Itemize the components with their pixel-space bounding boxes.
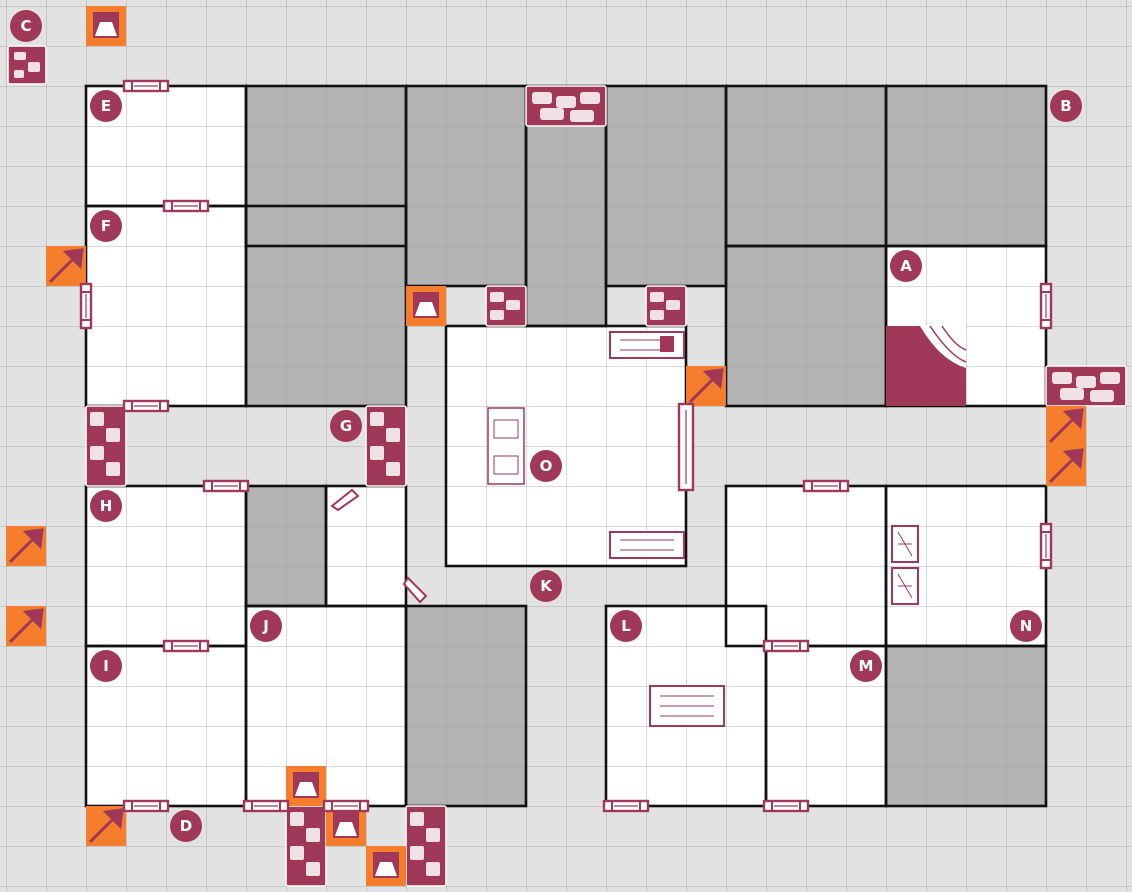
room-label-f: F <box>101 217 111 235</box>
room-marker-f[interactable]: F <box>90 210 122 242</box>
trapdoor-icon[interactable] <box>86 6 126 46</box>
room-label-j: J <box>262 617 269 635</box>
room-marker-b[interactable]: B <box>1050 90 1082 122</box>
stairs-icon[interactable] <box>886 325 967 406</box>
room-marker-e[interactable]: E <box>90 90 122 122</box>
stone-pillar-icon <box>7 45 47 85</box>
room-label-h: H <box>100 497 113 515</box>
lever-icon[interactable] <box>330 488 360 512</box>
room-marker-i[interactable]: I <box>90 650 122 682</box>
room-marker-c[interactable]: C <box>10 10 42 42</box>
door-icon[interactable] <box>122 79 170 93</box>
table-icon[interactable] <box>609 531 685 559</box>
room-label-m: M <box>859 657 874 675</box>
door-icon[interactable] <box>162 639 210 653</box>
room-label-e: E <box>101 97 111 115</box>
door-icon[interactable] <box>79 282 93 330</box>
door-icon[interactable] <box>802 479 850 493</box>
room-marker-h[interactable]: H <box>90 490 122 522</box>
door-icon[interactable] <box>162 199 210 213</box>
table-icon[interactable] <box>609 331 685 359</box>
room-marker-l[interactable]: L <box>610 610 642 642</box>
dart-traps <box>6 246 1086 846</box>
edge-ticks-bottom <box>0 887 1132 892</box>
room-label-n: N <box>1020 617 1033 635</box>
door-icon[interactable] <box>322 799 370 813</box>
dart-trap-icon[interactable] <box>86 806 126 846</box>
lever-icon[interactable] <box>402 576 428 604</box>
dart-trap-icon[interactable] <box>686 366 726 406</box>
door-icon[interactable] <box>1039 522 1053 570</box>
door-icon[interactable] <box>122 399 170 413</box>
trapdoor-icon[interactable] <box>406 286 446 326</box>
lever-icon[interactable] <box>677 402 695 492</box>
room-marker-m[interactable]: M <box>850 650 882 682</box>
crates <box>891 525 919 605</box>
trapdoor-icon[interactable] <box>326 806 366 846</box>
room-marker-k[interactable]: K <box>530 570 562 602</box>
room-label-o: O <box>540 457 553 475</box>
room-label-b: B <box>1060 97 1071 115</box>
room-label-c: C <box>20 17 31 35</box>
trapdoor-icon[interactable] <box>366 846 406 886</box>
room-marker-n[interactable]: N <box>1010 610 1042 642</box>
room-label-d: D <box>180 817 192 835</box>
trapdoors <box>86 6 446 886</box>
dart-trap-icon[interactable] <box>1046 446 1086 486</box>
table-icon[interactable] <box>487 407 525 485</box>
dart-trap-icon[interactable] <box>6 526 46 566</box>
tables <box>487 331 725 727</box>
door-icon[interactable] <box>762 639 810 653</box>
door-icon[interactable] <box>1039 282 1053 330</box>
table-icon[interactable] <box>649 685 725 727</box>
room-label-l: L <box>621 617 631 635</box>
trapdoor-icon[interactable] <box>286 766 326 806</box>
edge-ticks-top <box>0 0 1132 5</box>
room-marker-g[interactable]: G <box>330 410 362 442</box>
dart-trap-icon[interactable] <box>6 606 46 646</box>
door-icon[interactable] <box>602 799 650 813</box>
crate-icon[interactable] <box>891 525 919 563</box>
room-label-i: I <box>103 657 109 675</box>
door-icon[interactable] <box>202 479 250 493</box>
room-markers: A B C D E F G H I J K L M N O <box>10 10 1082 842</box>
door-icon[interactable] <box>122 799 170 813</box>
room-marker-o[interactable]: O <box>530 450 562 482</box>
dart-trap-icon[interactable] <box>1046 406 1086 446</box>
room-marker-j[interactable]: J <box>250 610 282 642</box>
crate-icon[interactable] <box>891 567 919 605</box>
room-label-a: A <box>900 257 912 275</box>
door-icon[interactable] <box>242 799 290 813</box>
dart-trap-icon[interactable] <box>46 246 86 286</box>
room-label-g: G <box>340 417 352 435</box>
pillar-stone-texture <box>14 52 1120 876</box>
door-icon[interactable] <box>762 799 810 813</box>
room-label-k: K <box>540 577 553 595</box>
room-marker-a[interactable]: A <box>890 250 922 282</box>
room-marker-d[interactable]: D <box>170 810 202 842</box>
